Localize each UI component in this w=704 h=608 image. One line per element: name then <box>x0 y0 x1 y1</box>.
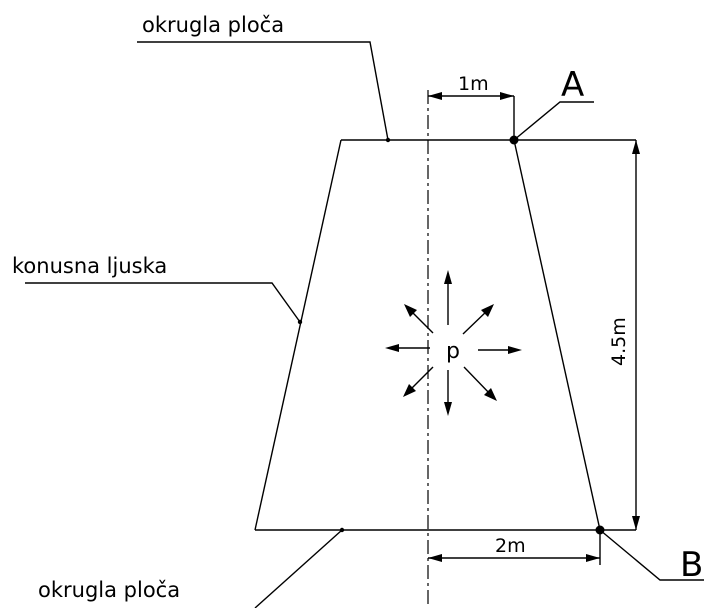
point-markers <box>297 135 605 535</box>
top-plate-label: okrugla ploča <box>142 13 284 37</box>
cone-geometry <box>254 90 636 608</box>
point-b-label: B <box>680 545 703 585</box>
bottom-radius-dimension-text: 2m <box>495 535 526 557</box>
leader-lines <box>25 41 704 608</box>
point-a-leader <box>513 101 594 141</box>
pressure-label: p <box>446 339 460 364</box>
point-a-label: A <box>561 65 584 105</box>
dimension-height <box>632 140 640 530</box>
pressure-arrows <box>385 270 522 416</box>
right-cone-edge <box>513 139 601 531</box>
height-dimension-text: 4.5m <box>608 317 630 366</box>
cone-shell-leader <box>25 282 301 323</box>
top-plate-leader <box>137 41 389 141</box>
dimension-top-radius <box>428 92 515 140</box>
point-b-leader <box>599 529 704 581</box>
left-cone-edge <box>254 139 342 531</box>
bottom-plate-label: okrugla ploča <box>38 578 180 602</box>
cone-shell-label: konusna ljuska <box>12 254 167 278</box>
top-radius-dimension-text: 1m <box>458 73 489 95</box>
bottom-plate-leader <box>254 529 343 608</box>
dimension-bottom-radius <box>428 530 601 565</box>
